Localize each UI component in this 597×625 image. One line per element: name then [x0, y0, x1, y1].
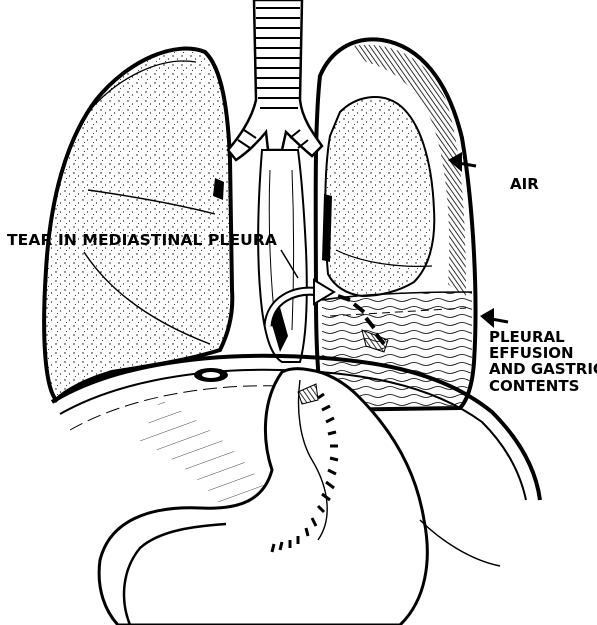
- effusion-arrow: [480, 308, 508, 328]
- left-pleural-cavity: [316, 39, 476, 410]
- label-effusion-line-3: AND GASTRIC: [489, 361, 597, 377]
- label-tear-in-mediastinal-pleura: TEAR IN MEDIASTINAL PLEURA: [7, 232, 277, 249]
- label-effusion-line-2: EFFUSION: [489, 345, 597, 361]
- label-effusion-line-1: PLEURAL: [489, 329, 597, 345]
- label-pleural-effusion: PLEURAL EFFUSION AND GASTRIC CONTENTS: [489, 329, 597, 394]
- label-air: AIR: [510, 176, 539, 192]
- trachea: [228, 0, 322, 160]
- right-lung: [44, 49, 232, 400]
- label-effusion-line-4: CONTENTS: [489, 378, 597, 394]
